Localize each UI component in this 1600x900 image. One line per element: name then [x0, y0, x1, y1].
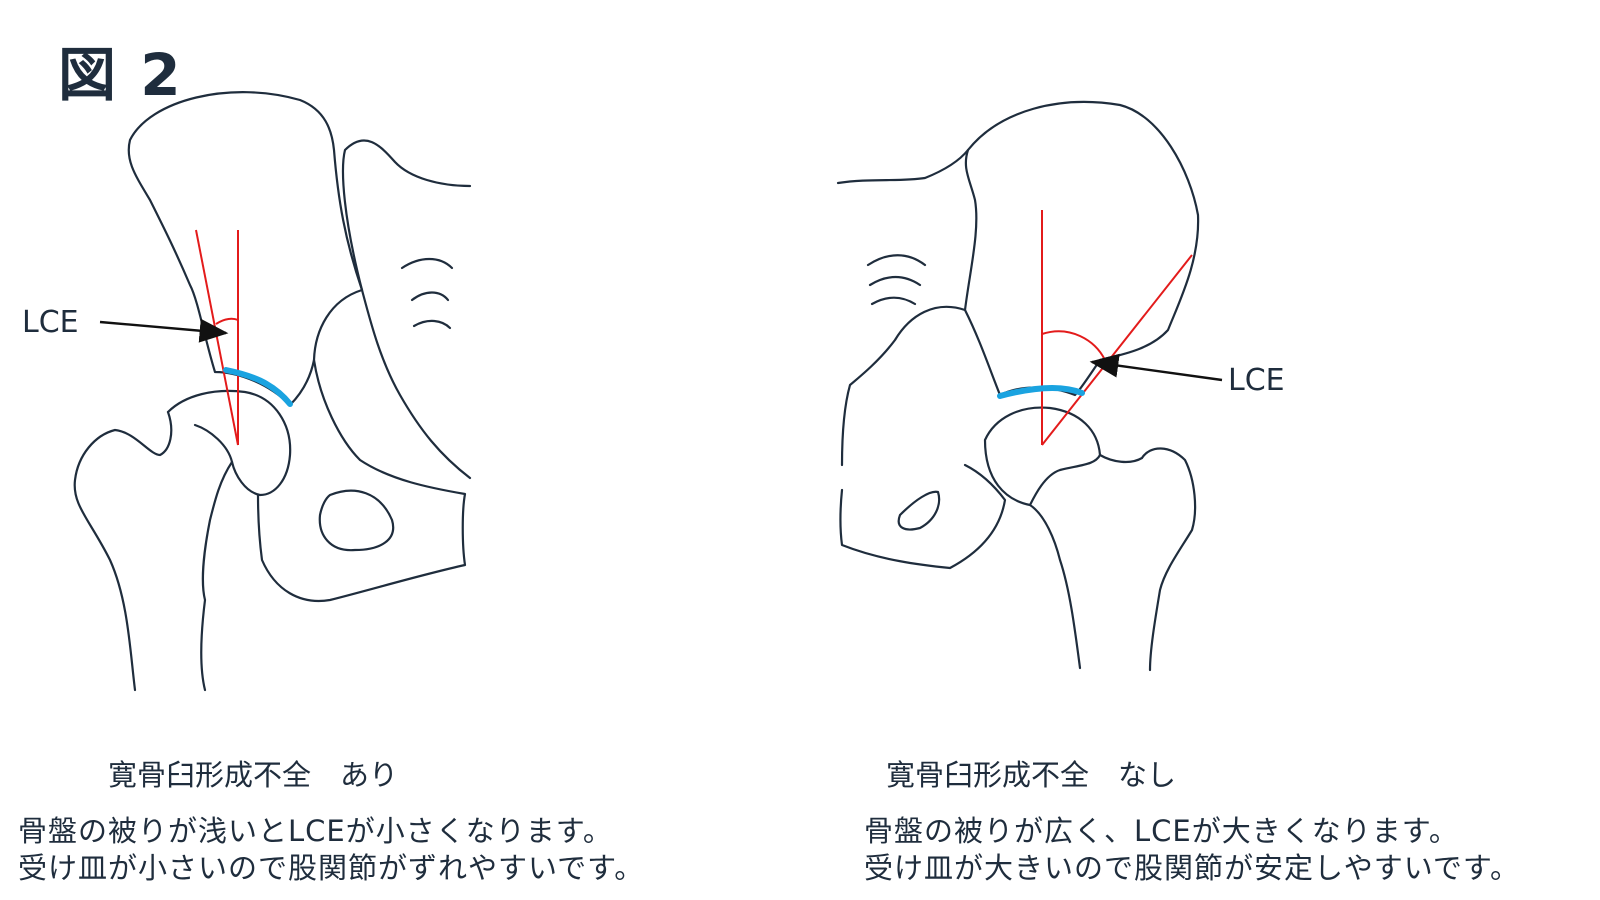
right-acetabular-roof — [997, 384, 1085, 399]
left-lce-arrow — [99, 318, 229, 343]
left-pubic-outline — [256, 358, 467, 603]
right-lce-arrow — [1089, 353, 1223, 382]
left-femur-outline — [73, 410, 234, 692]
left-angle-arc — [215, 317, 239, 325]
left-sacral-foramen-2 — [410, 291, 450, 302]
figure-title: 図 2 — [58, 41, 183, 109]
right-angle-arc — [1041, 330, 1106, 361]
left-caption-line-2: 受け皿が小さいので股関節がずれやすいです。 — [18, 851, 645, 885]
left-sacral-foramen-1 — [400, 257, 454, 270]
right-sacrum-outline — [836, 148, 970, 467]
right-femur-outline — [1028, 447, 1197, 672]
left-ce-line — [195, 229, 239, 446]
right-pubic-outline — [839, 463, 1007, 570]
left-obturator-foramen — [318, 489, 395, 552]
right-obturator-foramen — [897, 490, 941, 531]
left-femoral-head — [166, 389, 292, 497]
right-femoral-head — [983, 406, 1102, 507]
right-sacral-foramen-3 — [870, 296, 917, 306]
left-caption-line-1: 骨盤の被りが浅いとLCEが小さくなります。 — [18, 814, 613, 848]
left-heading: 寛骨臼形成不全 あり — [108, 758, 399, 792]
right-ce-line — [1041, 254, 1193, 446]
right-ilium-outline — [963, 100, 1200, 397]
left-acetabular-roof — [223, 367, 293, 407]
left-hip-illustration: LCE — [22, 91, 472, 692]
right-caption-line-1: 骨盤の被りが広く、LCEが大きくなります。 — [864, 814, 1459, 848]
right-hip-illustration: LCE — [836, 100, 1285, 672]
right-heading: 寛骨臼形成不全 なし — [886, 758, 1177, 792]
right-sacral-foramen-1 — [866, 254, 927, 267]
right-caption-line-2: 受け皿が大きいので股関節が安定しやすいです。 — [864, 851, 1520, 885]
left-ilium-outline — [127, 91, 364, 407]
left-sacral-foramen-3 — [412, 319, 452, 330]
right-sacral-foramen-2 — [868, 276, 922, 287]
right-lce-label: LCE — [1228, 363, 1285, 398]
left-sacrum-outline — [341, 139, 472, 480]
left-lce-label: LCE — [22, 305, 79, 340]
